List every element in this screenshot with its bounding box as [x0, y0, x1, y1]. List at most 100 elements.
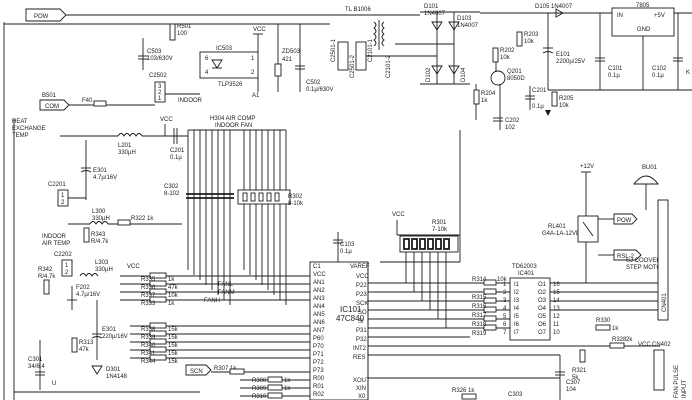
r205-value: 10k [559, 103, 570, 109]
l300-value: 330µH [92, 216, 110, 222]
l300-label: L300 [92, 209, 106, 215]
c103-value: 0.1µ [340, 249, 352, 255]
r302-value: 8-10k [288, 201, 304, 207]
svg-text:O2: O2 [538, 290, 547, 296]
r203-resistor [516, 31, 523, 47]
mcu-pin-so: SO [358, 310, 367, 316]
c102-label: C102 [652, 66, 667, 72]
d104-label: D104 [461, 67, 467, 82]
r301-label: R301 [432, 220, 447, 226]
mcu-pin-c1: C1 [313, 264, 321, 270]
r319-label: R319 [472, 331, 487, 337]
r301-value: 7-10k [432, 227, 448, 233]
vcc-left-label: VCC [160, 117, 173, 123]
cn401-connector [657, 199, 669, 321]
r336-resistor [149, 280, 167, 287]
d102-label: D102 [426, 67, 432, 82]
svg-text:O1: O1 [538, 282, 547, 288]
c2201-label: C2201 [48, 182, 66, 188]
r330-value: 1k [612, 326, 619, 332]
svg-text:1: 1 [61, 193, 65, 199]
rl401-value: G4A-1A-12VDC [542, 231, 585, 237]
r342-resistor [43, 279, 50, 295]
e301b-value: 220µ/16V [102, 334, 128, 340]
ic503-label: IC503 [216, 46, 233, 52]
mcu-right-pins: VAREF VCC P22 P23 SCK SO SI P31 P32 INT2… [350, 264, 370, 400]
c103-label: C103 [340, 242, 355, 248]
svg-text:2: 2 [61, 200, 65, 206]
r336-value: 47k [168, 285, 179, 291]
vcc-r301-label: VCC [392, 212, 405, 218]
mcu-pin-vcc2: VCC [356, 274, 369, 280]
c2101-1-label: C2101-1 [368, 38, 374, 62]
mcu-pin-an1: AN1 [313, 280, 325, 286]
r339-label: R339 [141, 335, 156, 341]
top-section: POW R501 100 C503 103/630V IC503 TLP3526… [3, 3, 692, 400]
l303-inductor [79, 273, 99, 277]
mcu-pin-r02: R02 [313, 392, 325, 398]
c202-label: C202 [505, 118, 520, 124]
svg-text:2: 2 [503, 290, 507, 296]
r203b-value: 10k [500, 55, 511, 61]
r314-value: 10k [497, 277, 508, 283]
transformer-label: TL B1006 [345, 7, 371, 13]
r203-label: R203 [524, 32, 539, 38]
reg-out-label: +5V [654, 13, 665, 19]
transformer-secondary [381, 21, 385, 47]
c201-left-label: C201 [170, 148, 185, 154]
mcu-pin-si: SI [358, 319, 364, 325]
mcu-pin-p71: P71 [313, 352, 324, 358]
fan-pulse-label-2: INPUT [682, 380, 688, 398]
mcu-pin-p31: P31 [356, 328, 367, 334]
q201-transistor [490, 70, 506, 86]
d103-value: 1N4007 [457, 23, 479, 29]
mcu-pin-p70: P70 [313, 344, 324, 350]
reg-7805-label: 7805 [636, 3, 650, 9]
vcc-top-label: VCC [253, 27, 266, 33]
ic401-pins-in: I1 I2 I3 I4 I5 I6 I7 [514, 282, 520, 336]
vcc-left2-label: VCC [127, 264, 140, 270]
ic401-driver [509, 277, 551, 341]
mcu-pin-r00: R00 [313, 376, 325, 382]
mcu-pin-an6: AN6 [313, 320, 325, 326]
f202-label: F202 [76, 285, 90, 291]
r330-resistor [595, 324, 611, 331]
d101-value: 1N4007 [424, 11, 446, 17]
r344-label: R344 [141, 359, 156, 365]
heat-exchange-label-3: TEMP [12, 133, 29, 139]
mcu-pin-p73: P73 [313, 368, 324, 374]
r333-value: 1k [168, 301, 175, 307]
r202-label: R202 [500, 48, 515, 54]
r326-label: R326 1k [452, 388, 475, 394]
e301-value: 4.7µ/16V [93, 175, 117, 181]
e301b-label: E301 [102, 327, 117, 333]
e301-label: E301 [93, 168, 108, 174]
pow-label-text: POW [34, 14, 49, 20]
cn401-label: CN401 [662, 293, 668, 312]
c503-value: 103/630V [147, 56, 173, 62]
h304-label-2: INDOOR FAN [215, 123, 252, 129]
mcu-pin-int2: INT2 [353, 346, 367, 352]
svg-text:2: 2 [65, 270, 69, 276]
r341-value: 15k [168, 351, 179, 357]
svg-text:I5: I5 [514, 314, 520, 320]
svg-text:I2: I2 [514, 290, 520, 296]
c307-value: 104 [566, 387, 577, 393]
rsl-label-text: RSL-2 [617, 254, 635, 260]
r204-resistor [473, 89, 480, 105]
r340-label: R340 [141, 343, 156, 349]
r205-resistor [551, 91, 558, 107]
svg-text:A1: A1 [252, 93, 260, 99]
com-label-text: COM [45, 104, 59, 110]
r316-label: R316 [472, 304, 487, 310]
svg-text:16: 16 [553, 282, 560, 288]
r204-value: 1k [481, 98, 488, 104]
l300-inductor [89, 221, 109, 225]
d103-label: D103 [457, 16, 472, 22]
mcu-pin-xin: XIN [356, 386, 366, 392]
svg-text:11: 11 [553, 322, 560, 328]
c2501-1-label: C2501-1 [331, 38, 337, 62]
r321-resistor [579, 349, 586, 363]
mcu-pin-sck: SCK [356, 301, 368, 307]
l303-value: 330µH [95, 267, 113, 273]
